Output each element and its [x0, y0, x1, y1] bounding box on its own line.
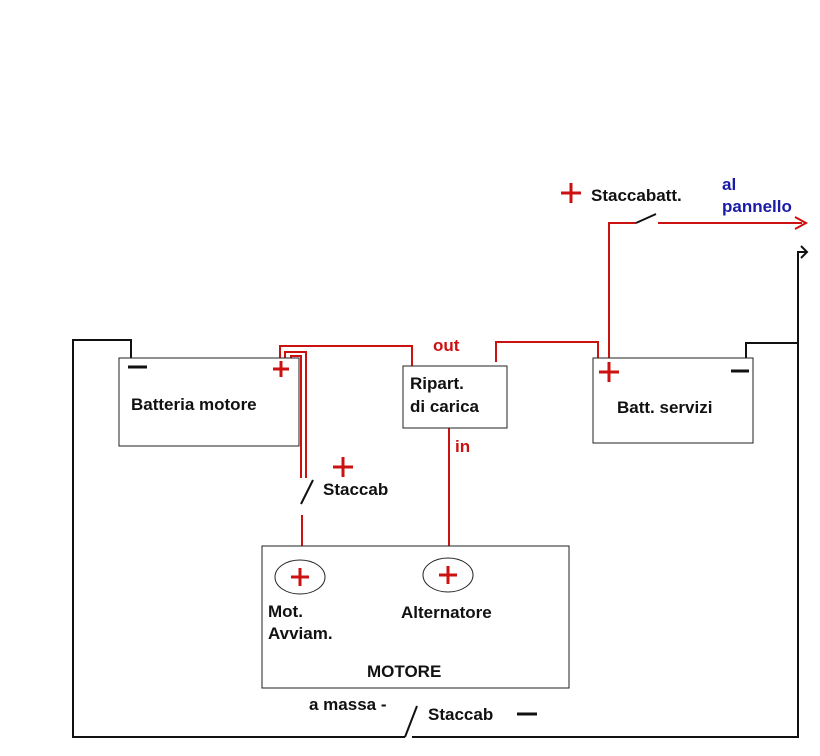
ground-staccab: a massa - Staccab: [309, 695, 537, 724]
ripartitore-out-label: out: [433, 336, 460, 355]
ripartitore-in-label: in: [455, 437, 470, 456]
mot-avviam-line1: Mot.: [268, 602, 303, 621]
ground-switch: [404, 705, 418, 738]
staccabatt: Staccabatt.: [561, 183, 682, 205]
staccabatt-switch: [635, 213, 657, 224]
batt-servizi-label: Batt. servizi: [617, 398, 712, 417]
batteria-motore-pos: [273, 361, 289, 377]
arrow-ground-end: [800, 245, 809, 259]
batt-servizi: Batt. servizi: [592, 357, 754, 444]
panel-line2: pannello: [722, 197, 792, 216]
motore: Mot. Avviam. Alternatore MOTORE: [261, 545, 570, 689]
mot-avviam-line2: Avviam.: [268, 624, 333, 643]
staccab-label: Staccab: [323, 480, 388, 499]
staccabatt-plus: [561, 183, 581, 203]
positive-wires: [279, 222, 802, 566]
staccab-plus: [333, 457, 353, 477]
alternatore-label: Alternatore: [401, 603, 492, 622]
motore-title: MOTORE: [367, 662, 441, 681]
a-massa-label: a massa -: [309, 695, 387, 714]
starter-plus: [291, 568, 309, 586]
arrow-to-panel: [794, 216, 809, 230]
ground-wire: [72, 251, 806, 738]
ripartitore-line2: di carica: [410, 397, 480, 416]
batteria-motore-label: Batteria motore: [131, 395, 257, 414]
ripartitore-line1: Ripart.: [410, 374, 464, 393]
batteria-motore: Batteria motore: [118, 357, 300, 447]
staccab-starter: Staccab: [323, 457, 388, 499]
alternator-plus: [439, 566, 457, 584]
ground-staccab-label: Staccab: [428, 705, 493, 724]
batt-servizi-pos: [599, 362, 619, 382]
al-pannello: al pannello: [722, 175, 792, 216]
panel-line1: al: [722, 175, 736, 194]
ripartitore-di-carica: Ripart. di carica out in: [402, 336, 508, 456]
alternator-terminal: [422, 557, 474, 593]
starter-terminal: [274, 559, 326, 595]
staccabatt-label: Staccabatt.: [591, 186, 682, 205]
staccab-switch: [300, 479, 314, 505]
